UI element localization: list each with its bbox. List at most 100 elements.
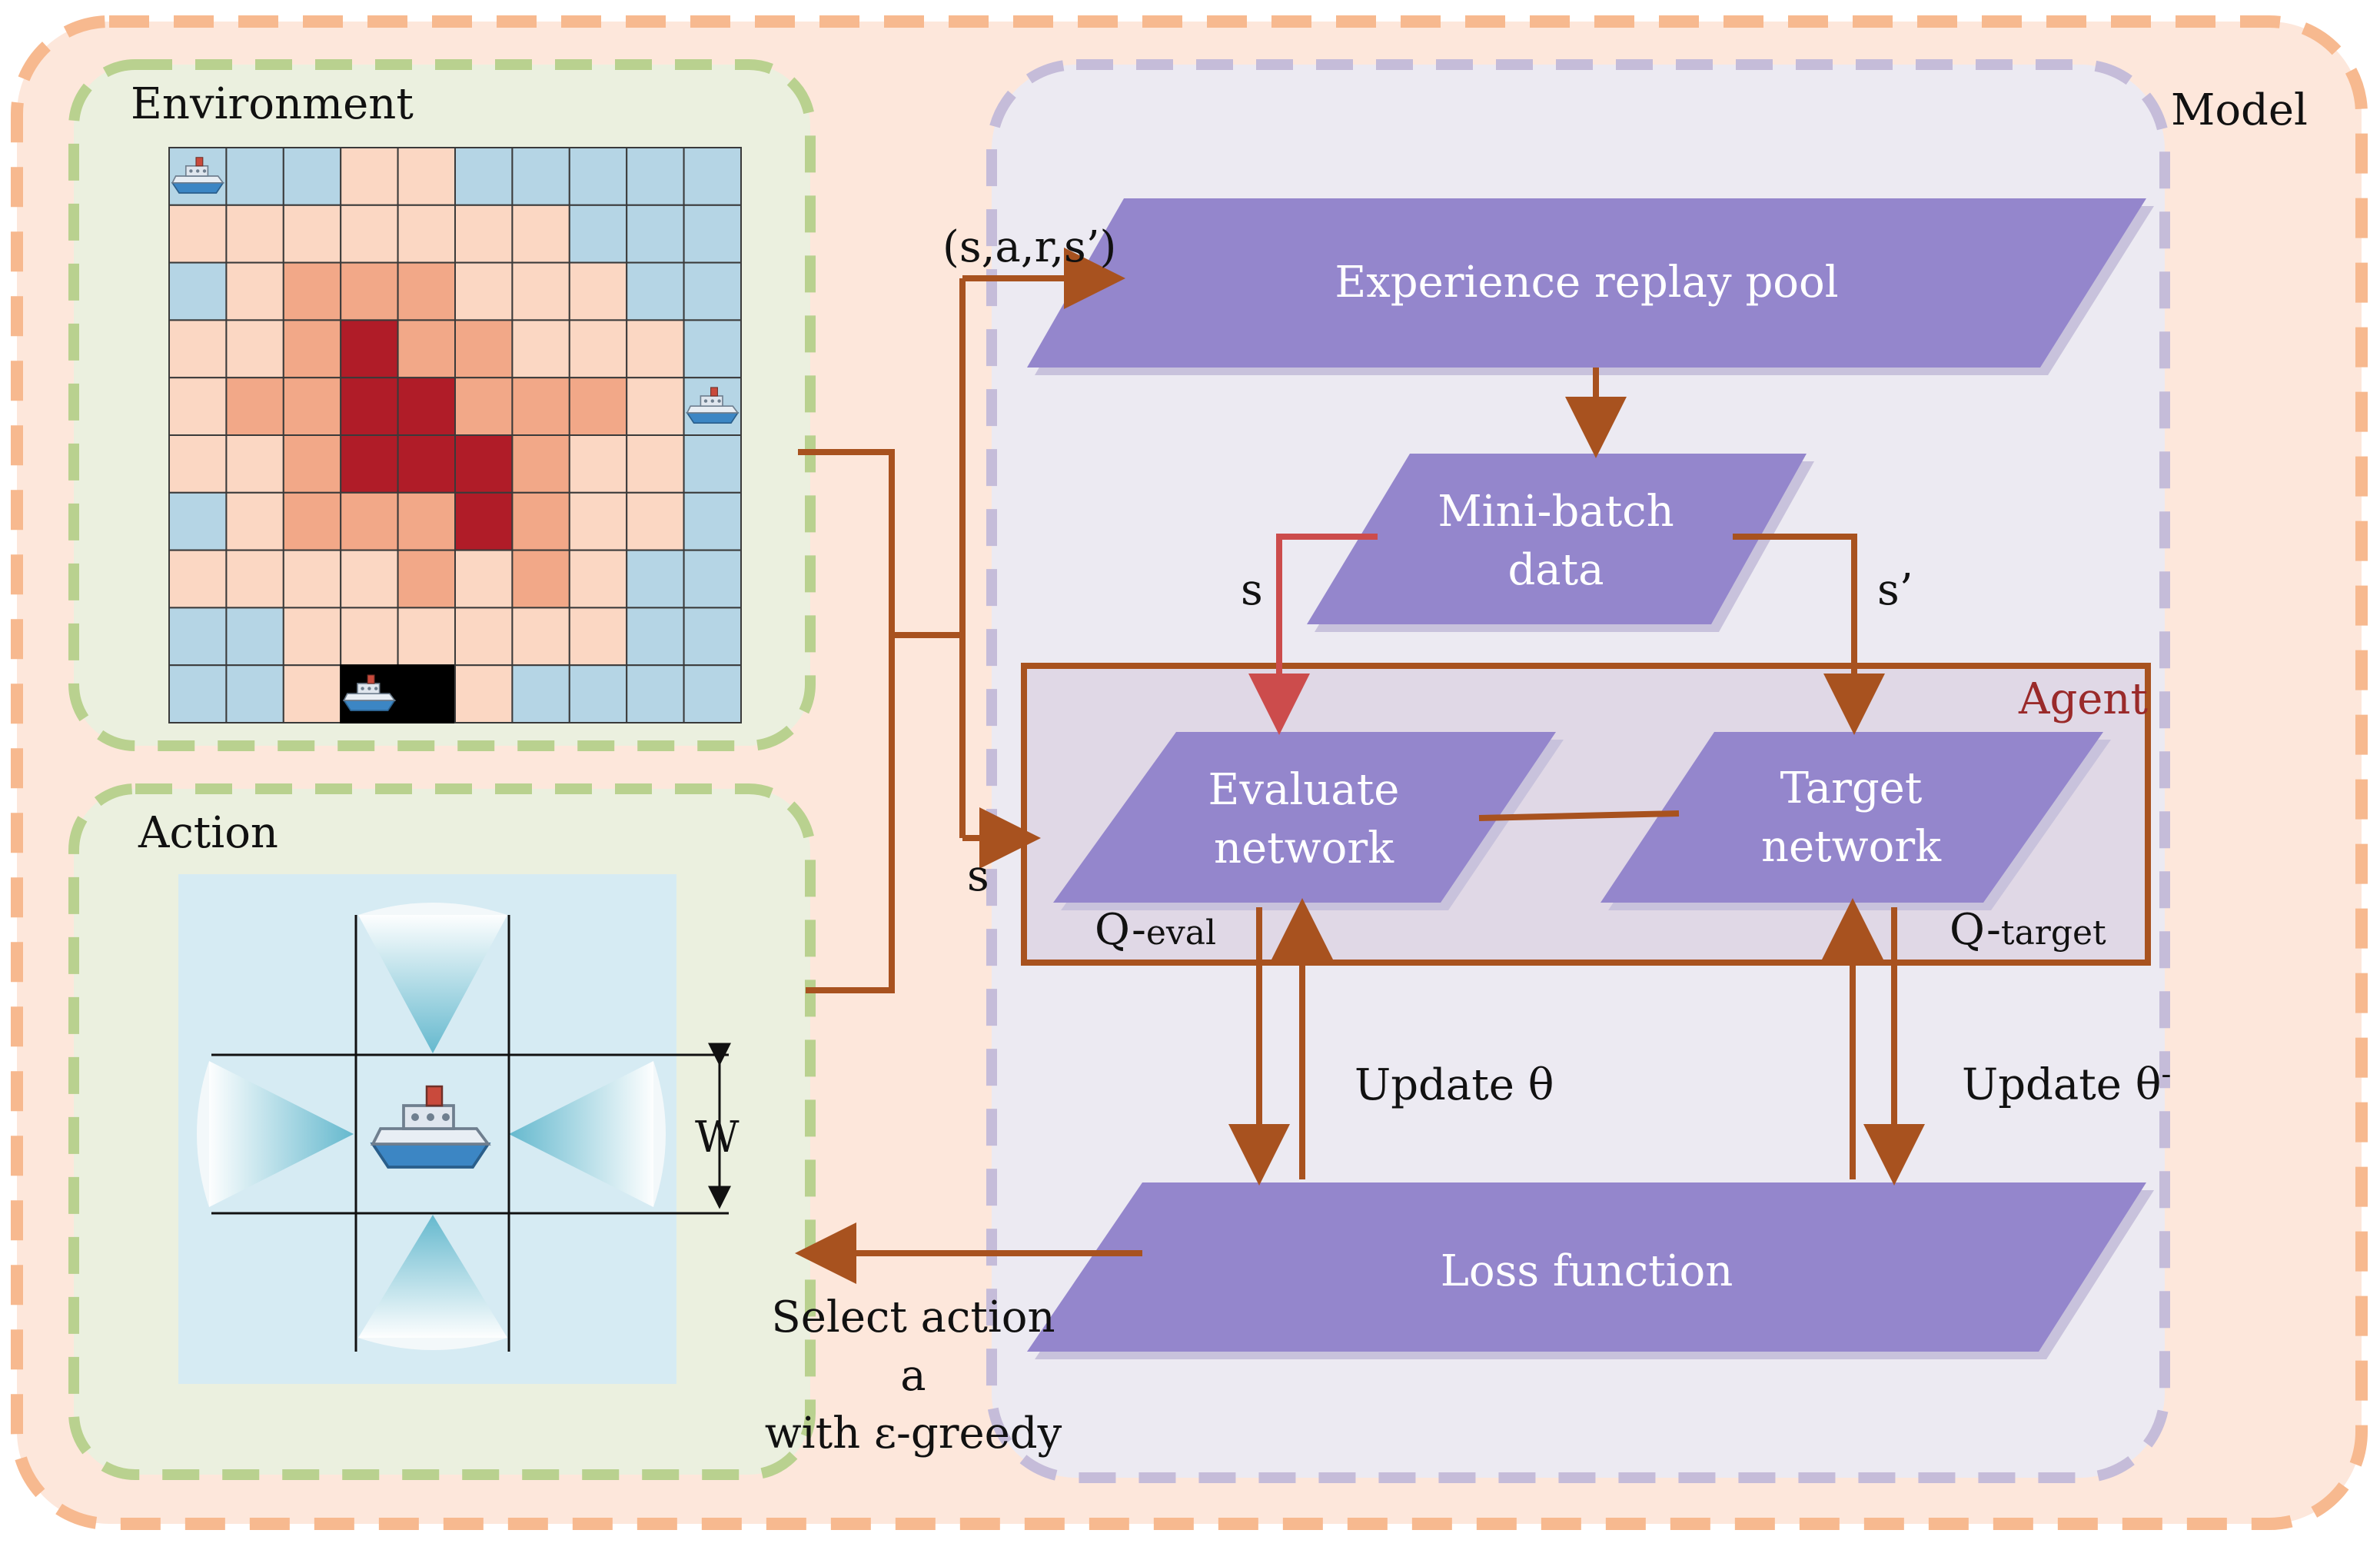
- grid-cell: [626, 319, 685, 379]
- grid-cell: [626, 664, 685, 724]
- grid-cell: [626, 491, 685, 551]
- update-theta-minus-sup: -: [2161, 1057, 2172, 1091]
- q-eval-label: Q-eval: [1095, 909, 1216, 952]
- grid-cell: [282, 491, 342, 551]
- grid-cell: [511, 204, 570, 264]
- grid-cell: [168, 607, 228, 667]
- grid-cell: [511, 549, 570, 609]
- target-network-label: Target network: [1736, 760, 1966, 876]
- transition-label: (s,a,r,s’): [942, 222, 1117, 272]
- replay-pool-node: [1027, 198, 2146, 368]
- grid-cell: [397, 261, 456, 321]
- action-title: Action: [138, 808, 278, 858]
- grid-cell: [626, 204, 685, 264]
- grid-cell: [168, 377, 228, 437]
- grid-cell: [340, 319, 399, 379]
- target-network-label-line1: Target: [1780, 763, 1923, 813]
- grid-cell: [454, 147, 514, 206]
- select-action-label: Select action a with ε-greedy: [760, 1289, 1067, 1463]
- grid-cell: [340, 434, 399, 494]
- grid-cell: [454, 319, 514, 379]
- grid-cell: [340, 607, 399, 667]
- select-action-line1: Select action a: [771, 1292, 1055, 1401]
- q-eval-prefix: Q-: [1095, 905, 1146, 955]
- grid-cell: [511, 261, 570, 321]
- state-label: s: [1241, 565, 1263, 615]
- grid-cell: [683, 491, 742, 551]
- grid-cell: [683, 607, 742, 667]
- grid-cell: [282, 607, 342, 667]
- beam-up: [358, 903, 507, 1053]
- grid-cell: [511, 319, 570, 379]
- next-state-label: s’: [1877, 565, 1913, 615]
- evaluate-network-label-line1: Evaluate: [1208, 765, 1400, 815]
- grid-cell: [511, 664, 570, 724]
- grid-cell: [683, 664, 742, 724]
- target-network-label-line2: network: [1760, 821, 1942, 872]
- grid-cell: [168, 434, 228, 494]
- grid-cell: [454, 204, 514, 264]
- grid-cell: [168, 319, 228, 379]
- grid-cell: [683, 261, 742, 321]
- mini-batch-node: [1307, 454, 1807, 624]
- loss-function-label: Loss function: [1440, 1246, 1733, 1296]
- update-theta-label: Update θ: [1355, 1060, 1554, 1110]
- grid-cell: [568, 261, 628, 321]
- grid-cell: [225, 549, 284, 609]
- state-to-evaluate-arrow: [1248, 534, 1378, 735]
- grid-cell: [397, 147, 456, 206]
- grid-cell: [568, 607, 628, 667]
- grid-cell: [282, 664, 342, 724]
- grid-cell: [340, 261, 399, 321]
- next-state-arrow: [1733, 534, 1885, 735]
- target-network-node: [1601, 732, 2103, 903]
- grid-cell: [511, 607, 570, 667]
- grid-cell: [225, 261, 284, 321]
- grid-cell: [568, 147, 628, 206]
- grid-cell: [626, 377, 685, 437]
- grid-cell: [683, 319, 742, 379]
- grid-cell: [340, 147, 399, 206]
- grid-cell: [626, 434, 685, 494]
- grid-cell: [397, 549, 456, 609]
- grid-cell: [626, 549, 685, 609]
- grid-cell: [282, 549, 342, 609]
- loss-function-node: [1027, 1182, 2146, 1352]
- q-target-prefix: Q-: [1950, 905, 2001, 955]
- action-panel: [178, 874, 731, 1384]
- grid-cell: [397, 607, 456, 667]
- grid-cell: [168, 204, 228, 264]
- agent-title: Agent: [2019, 674, 2148, 724]
- beam-right: [509, 1061, 666, 1207]
- env-action-bracket: [798, 449, 895, 993]
- grid-cell: [454, 377, 514, 437]
- mini-batch-label-line2: data: [1507, 544, 1604, 595]
- mini-batch-label-line1: Mini-batch: [1438, 487, 1674, 537]
- grid-cell: [568, 434, 628, 494]
- grid-cell: [511, 147, 570, 206]
- grid-cell: [168, 261, 228, 321]
- grid-cell: [225, 377, 284, 437]
- select-action-line2: with ε-greedy: [764, 1409, 1062, 1459]
- grid-cell: [568, 377, 628, 437]
- update-theta-minus-text: Update θ: [1962, 1059, 2162, 1110]
- grid-cell: [683, 204, 742, 264]
- grid-cell: [626, 261, 685, 321]
- grid-cell: [397, 319, 456, 379]
- grid-cell: [454, 261, 514, 321]
- grid-cell: [683, 147, 742, 206]
- model-title: Model: [2171, 85, 2308, 135]
- grid-cell: [282, 261, 342, 321]
- mini-batch-label: Mini-batch data: [1402, 483, 1710, 599]
- grid-cell: [454, 434, 514, 494]
- grid-cell: [397, 377, 456, 437]
- evaluate-network-label: Evaluate network: [1188, 761, 1419, 877]
- eval-target-link: [1478, 810, 1680, 821]
- grid-cell: [282, 377, 342, 437]
- replay-pool-label: Experience replay pool: [1335, 258, 1839, 308]
- grid-cell: [168, 491, 228, 551]
- grid-cell: [568, 664, 628, 724]
- q-target-label: Q-target: [1950, 909, 2106, 952]
- grid-cell: [454, 664, 514, 724]
- update-theta-minus-label: Update θ-: [1962, 1059, 2171, 1107]
